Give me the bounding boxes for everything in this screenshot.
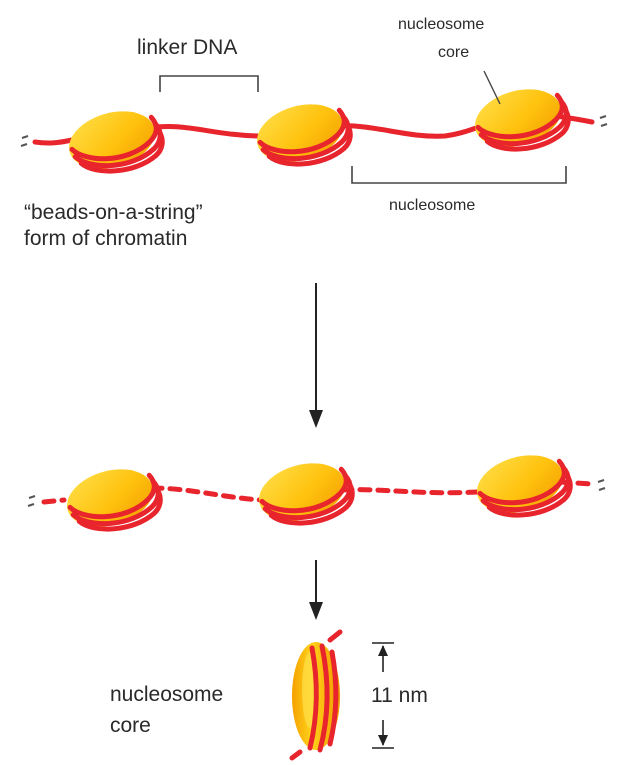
nucleosome-bead (470, 445, 575, 528)
digested-chromatin-row (27, 445, 606, 542)
down-arrow (309, 560, 323, 620)
linker-dna-strand (32, 113, 595, 146)
nucleosome-core-label-line2: core (438, 44, 470, 61)
dna-break-mark (27, 495, 36, 507)
beads-on-a-string-row (20, 70, 608, 184)
dna-break-mark (20, 135, 29, 147)
linker-dna-label: linker DNA (137, 36, 238, 59)
nucleosome-core-pointer (483, 70, 501, 105)
nucleosome-bead (468, 79, 573, 162)
size-label: 11 nm (371, 684, 428, 707)
linker-dna-bracket (159, 75, 259, 92)
nucleosome-bead (62, 101, 167, 184)
isolated-nucleosome-core (289, 629, 343, 761)
size-dimension-marker (372, 642, 394, 749)
nucleosome-bead (250, 94, 355, 177)
nucleosome-label: nucleosome (389, 197, 476, 214)
dna-break-mark (599, 115, 608, 127)
nucleosome-bead (252, 453, 357, 536)
nucleosome-bead (60, 459, 165, 542)
beads-on-a-string-label-line1: “beads-on-a-string” (24, 201, 203, 224)
digested-linker-dna (41, 479, 595, 505)
nucleosome-bracket (351, 166, 567, 184)
beads-on-a-string-label-line2: form of chromatin (24, 227, 188, 250)
nucleosome-core-bottom-label-line1: nucleosome (110, 683, 224, 706)
nucleosome-core-label-line1: nucleosome (398, 16, 485, 33)
dna-break-mark (597, 479, 606, 491)
down-arrow (309, 283, 323, 428)
nucleosome-core-bottom-label-line2: core (110, 714, 151, 737)
